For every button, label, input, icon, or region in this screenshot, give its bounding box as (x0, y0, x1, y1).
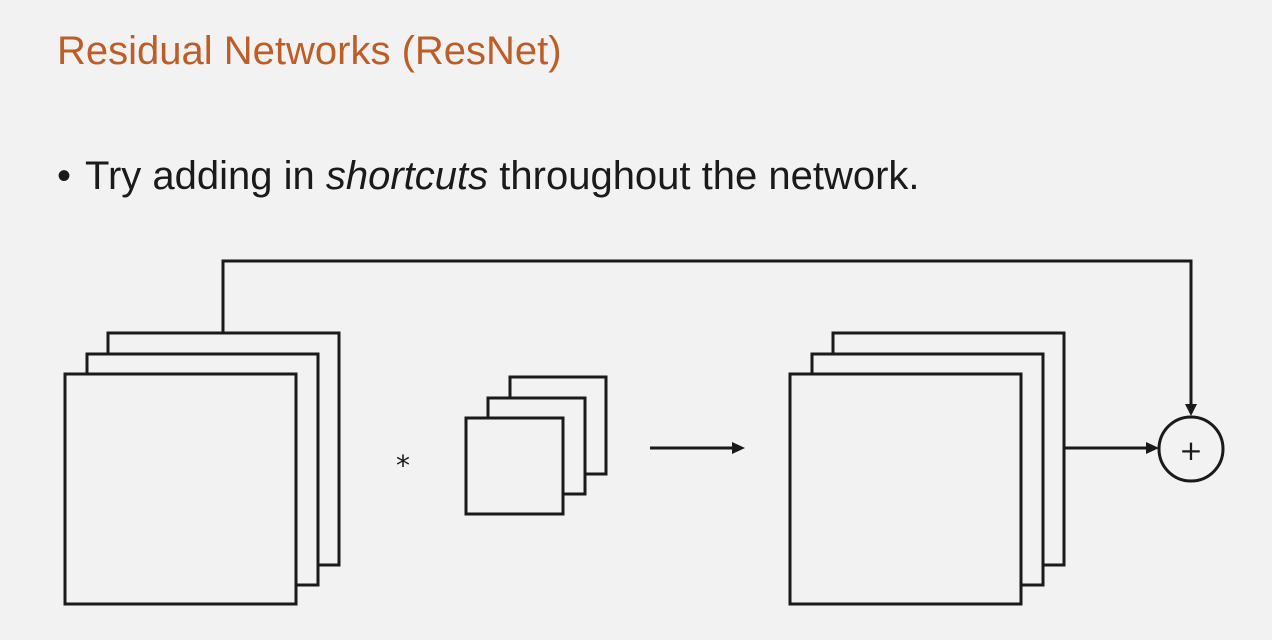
bullet-marker: • (57, 154, 72, 198)
filter-front (464, 416, 565, 516)
filter-stack (464, 375, 608, 516)
shortcut-line (221, 259, 1193, 406)
convolution-operator: * (396, 449, 410, 482)
bullet-text-before: Try adding in (85, 154, 326, 198)
slide-title: Residual Networks (ResNet) (57, 29, 562, 73)
shortcut-arrowhead (1185, 404, 1197, 416)
addition-symbol: + (1179, 434, 1202, 467)
result-arrowhead (732, 442, 745, 454)
output-feature-map-front (788, 372, 1023, 606)
bullet-emphasis: shortcuts (325, 154, 489, 198)
output-feature-map-stack (788, 331, 1066, 606)
output-to-sum-arrowhead (1146, 442, 1159, 454)
input-feature-map-stack (63, 331, 341, 606)
addition-node (1157, 415, 1225, 483)
input-feature-map-front (63, 372, 298, 606)
bullet-point: • Try adding in shortcuts throughout the … (57, 151, 920, 201)
bullet-text-after: throughout the network. (488, 154, 920, 198)
